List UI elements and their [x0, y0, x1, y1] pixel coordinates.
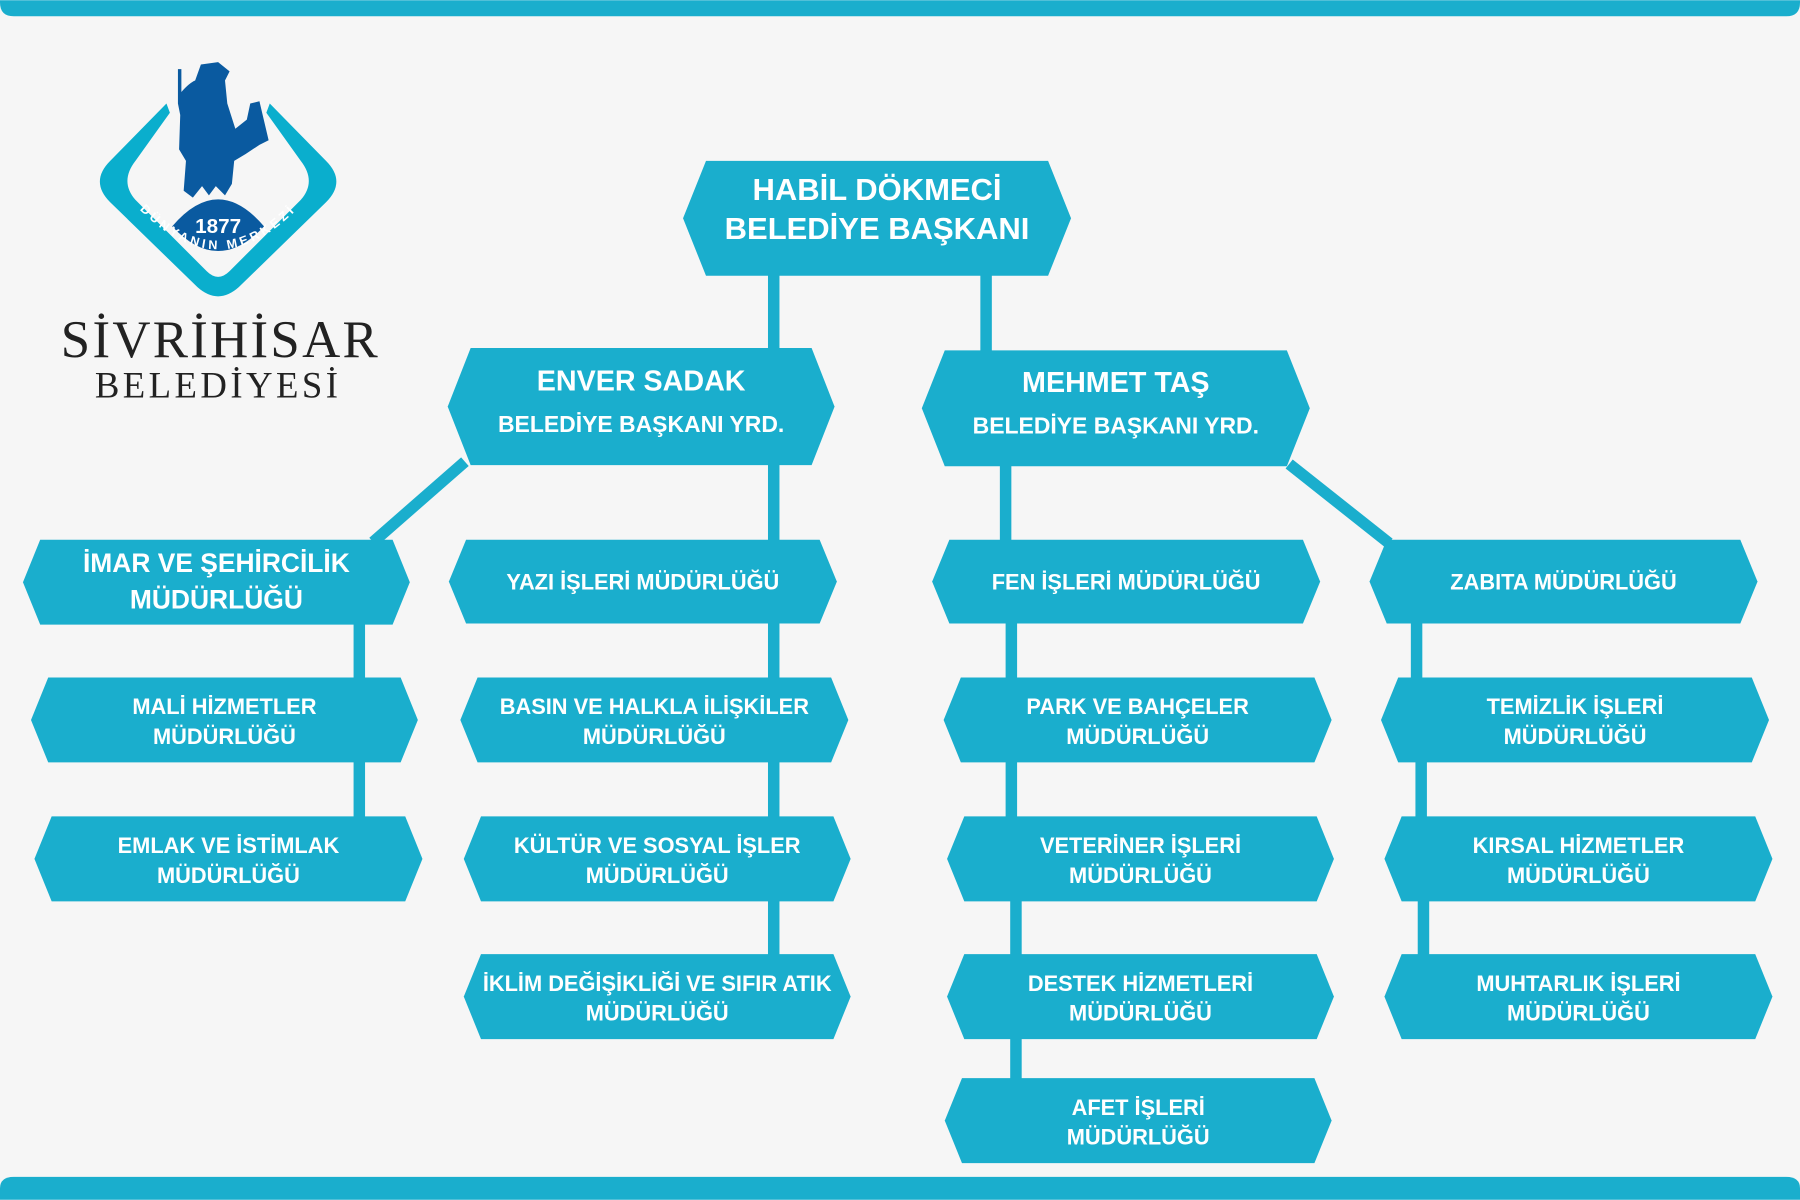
- box-shape: [463, 954, 851, 1040]
- department-box: YAZI İŞLERİ MÜDÜRLÜĞÜ: [448, 539, 837, 624]
- box-shape: [932, 539, 1321, 624]
- box-shape: [1384, 816, 1773, 902]
- box-shape: [463, 816, 851, 902]
- department-box: TEMİZLİK İŞLERİ MÜDÜRLÜĞÜ: [1380, 677, 1770, 763]
- box-label: EMLAK VE İSTİMLAK: [118, 833, 340, 858]
- box-label: PARK VE BAHÇELER: [1026, 694, 1249, 719]
- box-label: MÜDÜRLÜĞÜ: [157, 863, 300, 888]
- box-shape: [30, 677, 418, 763]
- box-label: İKLİM DEĞİŞİKLİĞİ VE SIFIR ATIK: [483, 971, 832, 996]
- box-shape: [1369, 539, 1758, 624]
- box-shape: [947, 816, 1334, 902]
- box-label: MÜDÜRLÜĞÜ: [1507, 863, 1650, 888]
- box-label: MÜDÜRLÜĞÜ: [586, 863, 729, 888]
- department-box: DESTEK HİZMETLERİ MÜDÜRLÜĞÜ: [947, 954, 1334, 1040]
- box-shape: [943, 677, 1332, 763]
- box-label: MUHTARLIK İŞLERİ: [1476, 971, 1680, 996]
- department-box: BASIN VE HALKLA İLİŞKİLER MÜDÜRLÜĞÜ: [460, 677, 849, 763]
- department-box: ZABITA MÜDÜRLÜĞÜ: [1369, 539, 1758, 624]
- box-label: MÜDÜRLÜĞÜ: [1067, 1125, 1210, 1150]
- box-label: MÜDÜRLÜĞÜ: [1069, 863, 1212, 888]
- box-label: BELEDİYE BAŞKANI YRD.: [973, 413, 1259, 439]
- box-label: MÜDÜRLÜĞÜ: [1069, 1001, 1212, 1026]
- box-label: DESTEK HİZMETLERİ: [1028, 971, 1253, 996]
- box-label: FEN İŞLERİ MÜDÜRLÜĞÜ: [992, 570, 1261, 595]
- department-box: KÜLTÜR VE SOSYAL İŞLER MÜDÜRLÜĞÜ: [463, 816, 851, 902]
- box-shape: [447, 348, 835, 466]
- box-label: BELEDİYE BAŞKANI: [725, 211, 1030, 246]
- box-label: KÜLTÜR VE SOSYAL İŞLER: [514, 833, 801, 858]
- box-shape: [683, 160, 1072, 276]
- department-box: MUHTARLIK İŞLERİ MÜDÜRLÜĞÜ: [1384, 954, 1773, 1040]
- box-label: MEHMET TAŞ: [1022, 367, 1210, 399]
- logo-rider-icon: [177, 62, 269, 198]
- box-shape: [921, 350, 1310, 467]
- box-label: MÜDÜRLÜĞÜ: [583, 724, 726, 749]
- box-label: MÜDÜRLÜĞÜ: [1507, 1001, 1650, 1026]
- box-shape: [1380, 677, 1770, 763]
- logo-globe-icon: [172, 199, 265, 252]
- box-label: YAZI İŞLERİ MÜDÜRLÜĞÜ: [506, 570, 779, 595]
- box-label: KIRSAL HİZMETLER: [1473, 833, 1685, 858]
- box-label: HABİL DÖKMECİ: [753, 172, 1002, 207]
- box-label: MALİ HİZMETLER: [132, 694, 316, 719]
- box-label: ENVER SADAK: [537, 365, 746, 397]
- box-label: ZABITA MÜDÜRLÜĞÜ: [1450, 570, 1676, 595]
- mayor-box: HABİL DÖKMECİ BELEDİYE BAŞKANI: [683, 160, 1072, 276]
- box-label: TEMİZLİK İŞLERİ: [1487, 694, 1664, 719]
- logo-name: SİVRİHİSAR: [61, 311, 380, 369]
- box-shape: [1384, 954, 1773, 1040]
- department-box: EMLAK VE İSTİMLAK MÜDÜRLÜĞÜ: [34, 816, 423, 902]
- department-box: İKLİM DEĞİŞİKLİĞİ VE SIFIR ATIK MÜDÜRLÜĞÜ: [463, 954, 851, 1040]
- department-box: MALİ HİZMETLER MÜDÜRLÜĞÜ: [30, 677, 418, 763]
- department-box: FEN İŞLERİ MÜDÜRLÜĞÜ: [932, 539, 1321, 624]
- box-label: MÜDÜRLÜĞÜ: [1066, 724, 1209, 749]
- deputy-box-enver-sadak: ENVER SADAK BELEDİYE BAŞKANI YRD.: [447, 348, 835, 466]
- box-label: MÜDÜRLÜĞÜ: [586, 1001, 729, 1026]
- box-label: İMAR VE ŞEHİRCİLİK: [83, 548, 350, 578]
- bottom-bar: [0, 1176, 1800, 1200]
- department-box: AFET İŞLERİ MÜDÜRLÜĞÜ: [944, 1078, 1332, 1164]
- box-label: MÜDÜRLÜĞÜ: [130, 585, 303, 615]
- department-box: PARK VE BAHÇELER MÜDÜRLÜĞÜ: [943, 677, 1332, 763]
- logo-subtitle: BELEDİYESİ: [95, 364, 342, 405]
- box-label: AFET İŞLERİ: [1072, 1095, 1205, 1120]
- box-label: BASIN VE HALKLA İLİŞKİLER: [500, 694, 809, 719]
- box-shape: [460, 677, 849, 763]
- box-shape: [944, 1078, 1332, 1164]
- box-label: BELEDİYE BAŞKANI YRD.: [498, 411, 784, 437]
- box-label: VETERİNER İŞLERİ: [1040, 833, 1241, 858]
- logo-year: 1877: [195, 215, 241, 238]
- box-shape: [22, 539, 410, 625]
- box-shape: [448, 539, 837, 624]
- department-box: KIRSAL HİZMETLER MÜDÜRLÜĞÜ: [1384, 816, 1773, 902]
- box-shape: [34, 816, 423, 902]
- department-box: İMAR VE ŞEHİRCİLİK MÜDÜRLÜĞÜ: [22, 539, 410, 625]
- box-label: MÜDÜRLÜĞÜ: [1504, 724, 1647, 749]
- logo-diamond-icon: [99, 103, 337, 297]
- logo: 1877 DÜNYANIN MERKEZİ SİVRİHİSAR BELEDİY…: [61, 62, 380, 405]
- deputy-box-mehmet-tas: MEHMET TAŞ BELEDİYE BAŞKANI YRD.: [921, 350, 1310, 467]
- top-bar: [0, 0, 1800, 17]
- box-shape: [947, 954, 1334, 1040]
- box-label: MÜDÜRLÜĞÜ: [153, 724, 296, 749]
- department-box: VETERİNER İŞLERİ MÜDÜRLÜĞÜ: [947, 816, 1334, 902]
